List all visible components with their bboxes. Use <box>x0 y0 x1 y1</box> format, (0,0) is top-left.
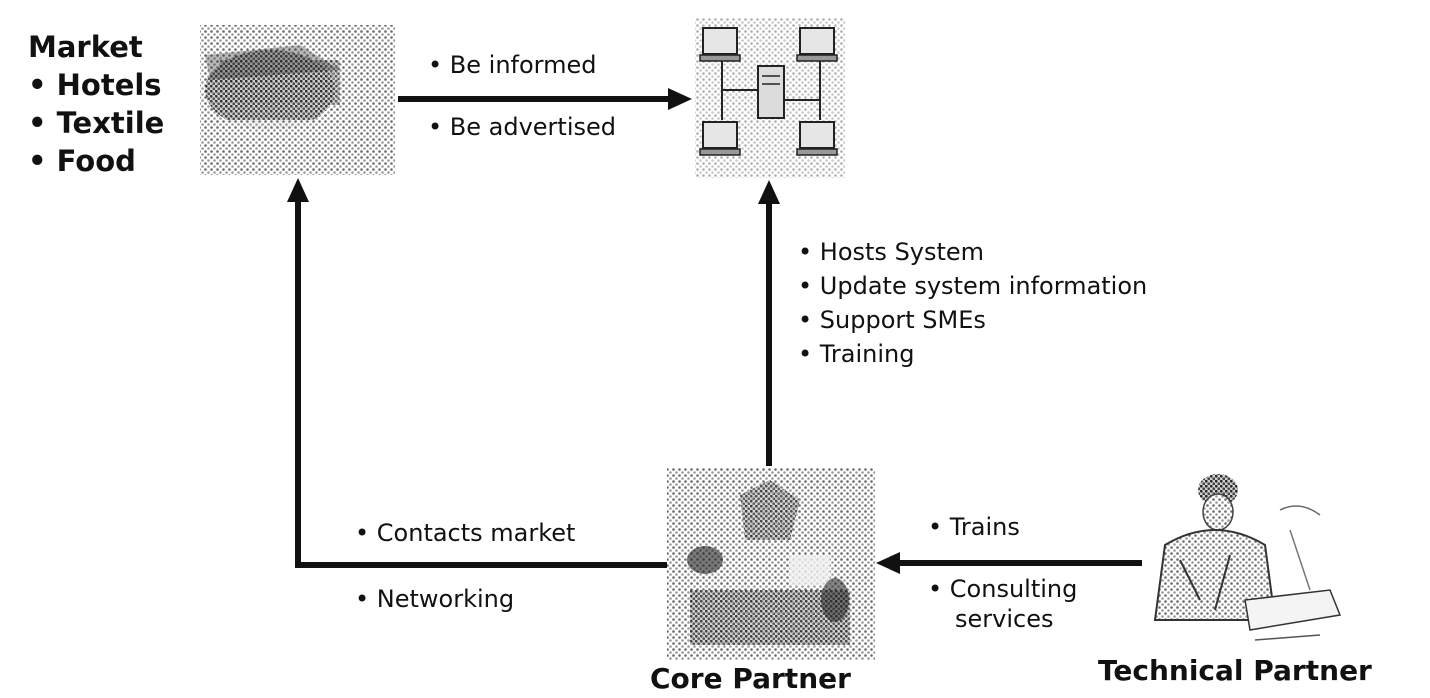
label-hosts-system: • Hosts System <box>798 238 985 266</box>
label-consulting: • Consulting <box>928 575 1078 603</box>
arrow-core-to-system <box>758 180 780 466</box>
caption-technical-partner: Technical Partner <box>1098 654 1372 687</box>
label-trains: • Trains <box>928 513 1020 541</box>
caption-core-partner: Core Partner <box>650 662 851 695</box>
label-be-informed: • Be informed <box>428 51 597 79</box>
arrow-core-to-market <box>287 178 667 568</box>
market-image <box>200 25 395 175</box>
label-be-advertised: • Be advertised <box>428 113 617 141</box>
market-item-food: • Food <box>28 144 136 178</box>
market-item-textile: • Textile <box>28 106 165 140</box>
arrow-market-to-system <box>398 88 692 110</box>
label-support-smes: • Support SMEs <box>798 306 986 334</box>
arrow-technical-to-core <box>876 552 1142 574</box>
technical-partner-image <box>1153 474 1342 641</box>
network-system-icon <box>695 18 845 178</box>
label-training: • Training <box>798 340 915 368</box>
label-services: services <box>955 605 1054 633</box>
label-contacts-market: • Contacts market <box>355 519 576 547</box>
market-item-hotels: • Hotels <box>28 68 162 102</box>
core-partner-image <box>667 468 875 660</box>
market-title: Market <box>28 30 143 64</box>
label-networking: • Networking <box>355 585 515 613</box>
label-update-system-information: • Update system information <box>798 272 1148 300</box>
